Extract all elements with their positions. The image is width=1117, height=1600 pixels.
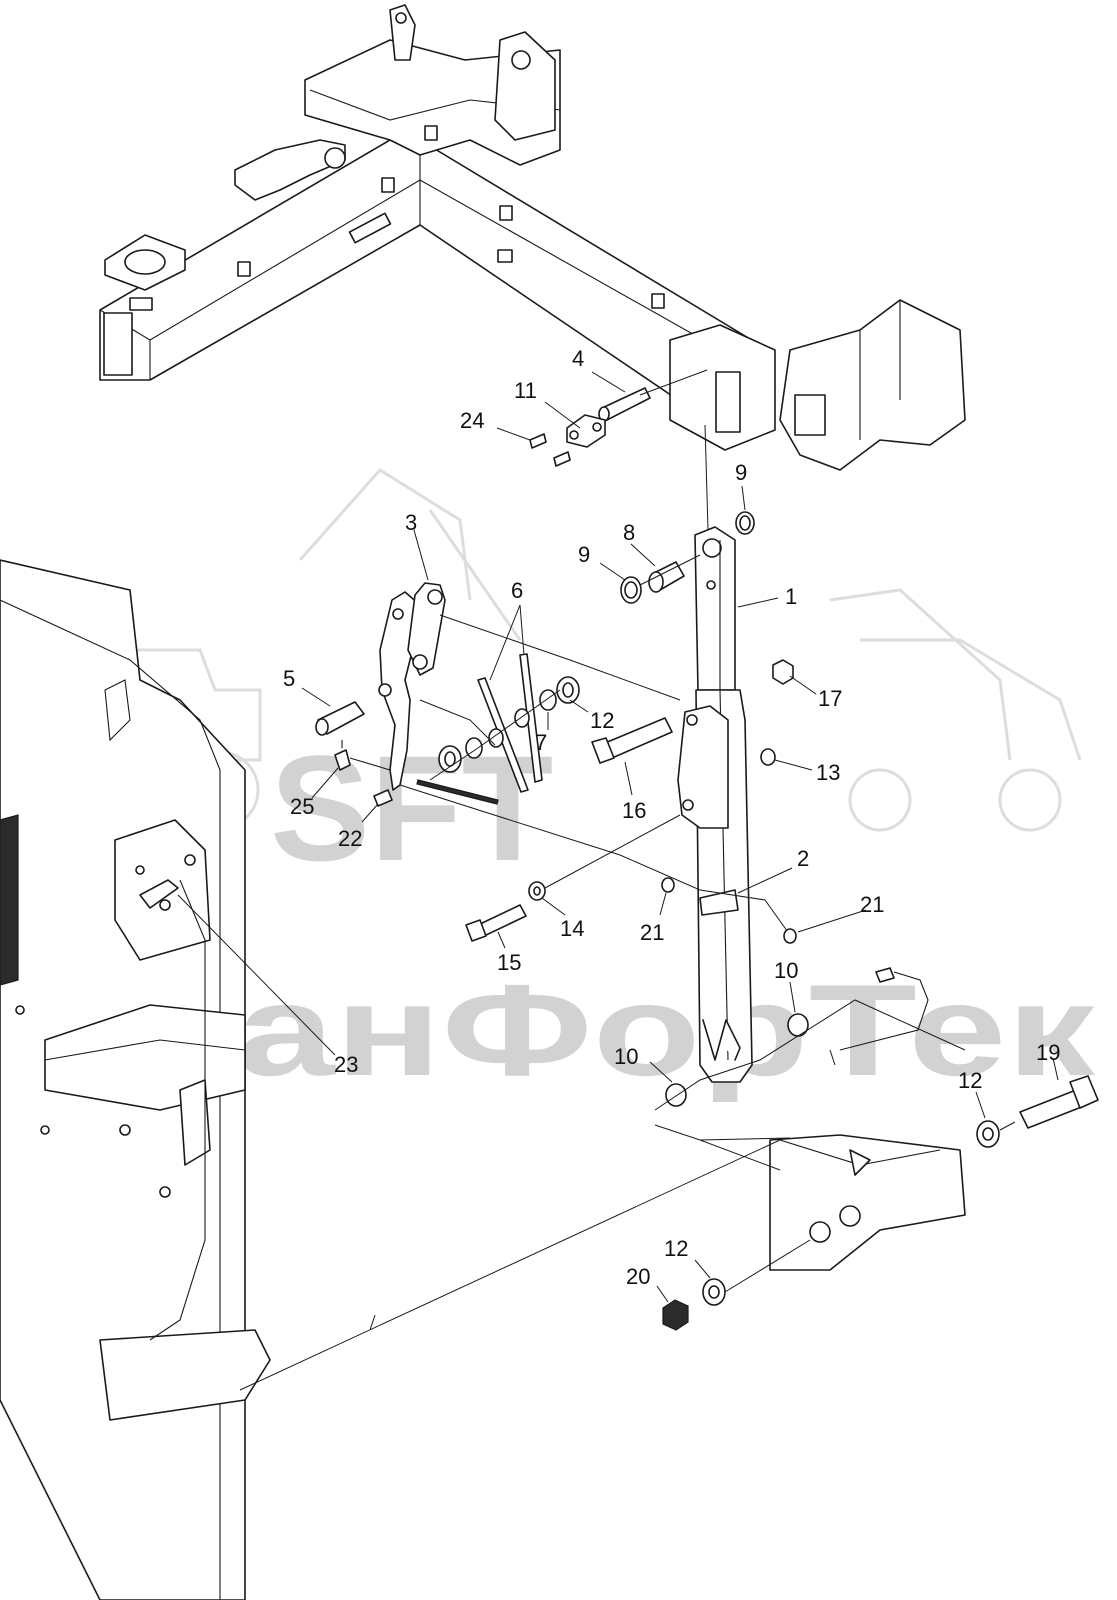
assembly-line-rod (399, 784, 791, 936)
watermark-excavator-center-icon (298, 468, 522, 641)
assembly-line-vertical (704, 424, 709, 531)
part-12-washer-lever (438, 676, 580, 773)
part-4-pin (598, 387, 651, 422)
main-frame (99, 4, 966, 471)
part-5-pin (315, 701, 365, 736)
part-15-bolt (465, 904, 527, 942)
callout-10-lower: 10 (614, 1044, 638, 1069)
part-6-springs (477, 653, 543, 793)
callout-10-upper: 10 (774, 958, 798, 983)
callout-12-bottom: 12 (664, 1236, 688, 1261)
part-1-upper-link (694, 526, 736, 691)
part-22-screw (373, 789, 393, 807)
callout-21-left: 21 (640, 920, 664, 945)
callout-5: 5 (283, 666, 295, 691)
callout-13: 13 (816, 760, 840, 785)
part-16-bolt (591, 717, 673, 764)
part-21-cable (839, 967, 929, 1051)
callout-21-right: 21 (860, 892, 884, 917)
part-8-bushing (648, 561, 685, 593)
callout-20: 20 (626, 1264, 650, 1289)
callout-23: 23 (334, 1052, 358, 1077)
assembly-line-bottom (654, 1121, 1016, 1293)
part-12-washer-right (976, 1120, 1000, 1148)
callout-6: 6 (511, 578, 523, 603)
callout-1: 1 (785, 584, 797, 609)
callout-12-lever: 12 (590, 708, 614, 733)
assembly-line-bolt (544, 814, 681, 889)
part-19-bolt (1019, 1075, 1099, 1129)
callout-25: 25 (290, 794, 314, 819)
callouts: 4 11 24 9 9 8 3 1 6 5 17 12 7 13 25 16 2 (177, 346, 1060, 1303)
part-2-lower-link (677, 689, 753, 1083)
part-24-bolts (529, 433, 571, 467)
part-14-washer (528, 881, 546, 901)
callout-9-upper: 9 (735, 460, 747, 485)
watermark-excavator-right-icon (829, 588, 1082, 832)
callout-19: 19 (1036, 1040, 1060, 1065)
part-3-lever (378, 582, 446, 791)
callout-24: 24 (460, 408, 484, 433)
control-rod (416, 779, 499, 805)
callout-2: 2 (797, 846, 809, 871)
part-9-washer-lower (620, 576, 642, 604)
part-11-plate (566, 414, 606, 448)
part-12-washer-bottom (702, 1278, 726, 1306)
callout-17: 17 (818, 686, 842, 711)
callout-4: 4 (572, 346, 584, 371)
callout-8: 8 (623, 520, 635, 545)
callout-14: 14 (560, 916, 584, 941)
part-17-nut (772, 659, 794, 685)
part-25-clip (334, 740, 391, 771)
assembly-line-floor (239, 1049, 836, 1391)
part-21-nut-a (661, 877, 675, 893)
part-13-nut (760, 748, 776, 766)
callout-12-right: 12 (958, 1068, 982, 1093)
callout-3: 3 (405, 510, 417, 535)
assembly-line-top (639, 369, 708, 396)
part-21-nut-b (783, 928, 797, 944)
callout-16: 16 (622, 798, 646, 823)
cab-frame-left (0, 559, 271, 1600)
callout-11: 11 (514, 378, 537, 403)
part-20-nut (662, 1299, 689, 1331)
callout-15: 15 (497, 950, 521, 975)
part-10-bushing-lower (665, 1083, 687, 1107)
assembly-line-bushings (639, 554, 966, 1111)
callout-7: 7 (535, 730, 547, 755)
assembly-line-lever (419, 614, 681, 781)
part-9-washer-upper (735, 511, 755, 535)
callout-9-lower: 9 (578, 542, 590, 567)
part-10-bushing-upper (787, 1013, 809, 1037)
callout-22: 22 (338, 826, 362, 851)
lower-mount-bracket (769, 1134, 966, 1271)
